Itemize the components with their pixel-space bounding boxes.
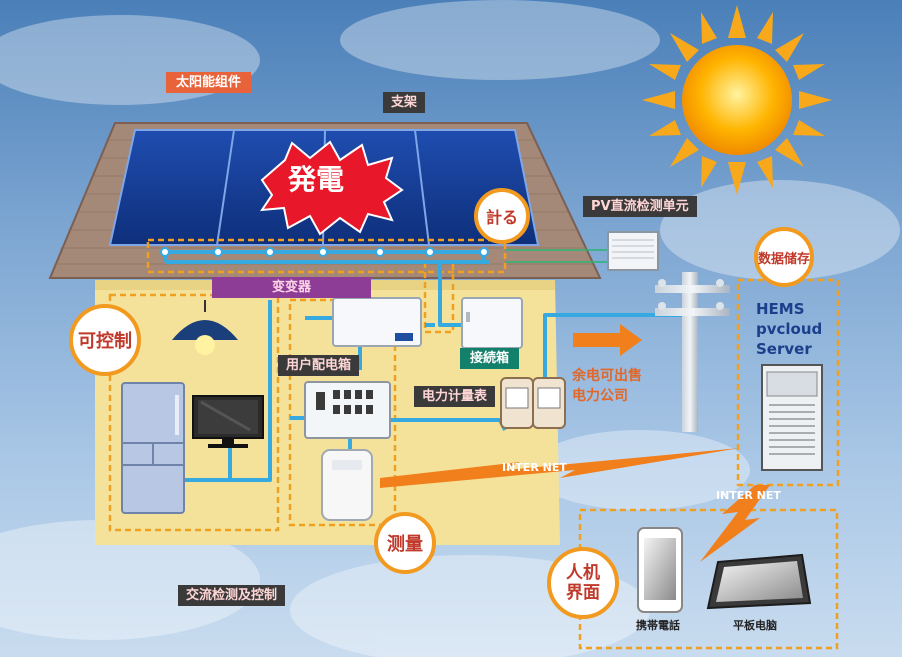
label-tablet: 平板电脑 xyxy=(733,619,777,632)
label-server-line1: HEMS xyxy=(756,300,805,318)
label-solar-module: 太阳能组件 xyxy=(166,72,252,93)
label-generation: 発電 xyxy=(288,163,345,196)
wire-nodes xyxy=(160,247,489,257)
label-inverter: 变变器 xyxy=(212,277,372,298)
utility-pole-icon xyxy=(655,272,730,432)
label-distribution-box: 用户配电箱 xyxy=(278,355,360,376)
inverter-device[interactable] xyxy=(332,297,422,347)
badge-hmi: 人机 界面 xyxy=(547,547,619,619)
fridge-icon xyxy=(121,382,185,514)
label-junction-box: 接続箱 xyxy=(460,348,520,369)
signal-lines xyxy=(505,249,608,263)
lamp-icon xyxy=(172,300,238,355)
ac-detection-device[interactable] xyxy=(321,449,373,521)
generation-burst xyxy=(260,140,404,236)
phone-icon xyxy=(637,527,683,613)
internet-lightning-1 xyxy=(380,448,740,488)
internet-lightning-2 xyxy=(700,485,770,562)
surplus-arrow-icon xyxy=(573,324,642,356)
label-phone: 携帯電話 xyxy=(636,619,680,632)
label-surplus-sale: 余电可出售 xyxy=(572,368,642,384)
tablet-icon xyxy=(706,553,812,610)
junction-box-device[interactable] xyxy=(461,297,523,349)
badge-measure-top: 計る xyxy=(474,188,530,244)
label-power-meter: 电力计量表 xyxy=(414,386,496,407)
power-meter-device[interactable] xyxy=(500,377,566,429)
label-internet-2: INTER NET xyxy=(716,489,781,502)
hmi-line2: 界面 xyxy=(566,583,600,603)
server-icon xyxy=(761,364,823,471)
tv-icon xyxy=(192,395,264,448)
label-internet-1: INTER NET xyxy=(502,461,567,474)
sun-icon xyxy=(642,5,832,195)
badge-measure-bottom: 测量 xyxy=(374,512,436,574)
label-power-company: 电力公司 xyxy=(572,388,628,404)
badge-controllable: 可控制 xyxy=(69,304,141,376)
pv-dc-unit-device[interactable] xyxy=(607,231,659,271)
label-ac-detection: 交流检测及控制 xyxy=(178,585,286,606)
hmi-line1: 人机 xyxy=(566,563,600,583)
label-server-line2: pvcloud xyxy=(756,320,823,338)
badge-data-storage: 数据储存 xyxy=(754,227,814,287)
label-pv-dc-unit: PV直流检测单元 xyxy=(583,196,697,217)
distribution-box-device[interactable] xyxy=(304,381,391,439)
label-bracket: 支架 xyxy=(383,92,426,113)
label-server-line3: Server xyxy=(756,340,812,358)
